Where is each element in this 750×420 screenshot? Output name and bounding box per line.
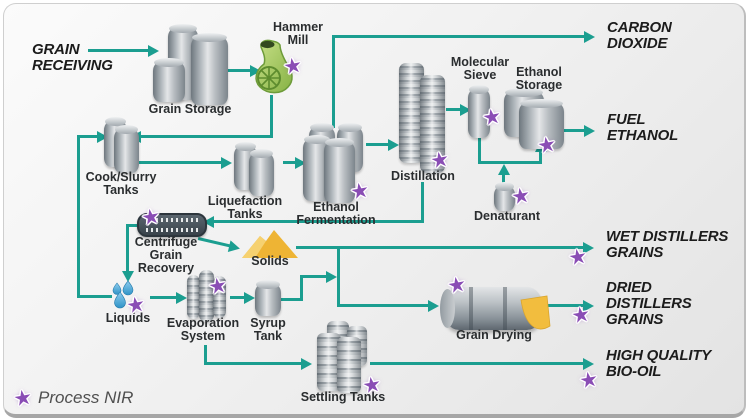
flow-syrup-to-junction [300,275,328,278]
flow-liquids-to-evaporation [150,296,178,299]
arrowhead-icon [583,358,594,370]
label-grain-drying: Grain Drying [456,328,532,342]
label-hammer-mill: Hammer Mill [272,20,324,48]
flow-to-grain-drying [337,304,431,307]
label-centrifuge-grain-recovery: Centrifuge Grain Recovery [134,235,198,276]
flow-storage-to-hammer-mill [226,69,252,72]
flow-liquefaction-to-fermentation [283,161,297,164]
syrup-tank [255,280,281,316]
arrowhead-icon [122,271,134,282]
flow-hammer-mill-down [270,95,273,137]
arrowhead-icon [295,157,306,169]
arrowhead-icon [460,104,471,116]
flow-junction-down [337,246,340,307]
flow-to-fuel-ethanol [563,129,584,132]
flow-fermentation-to-distillation [366,143,390,146]
label-evaporation-system: Evaporation System [166,316,240,344]
flow-distillation-to-sieve [446,108,462,111]
label-grain-receiving: GRAIN RECEIVING [32,41,113,75]
flow-denaturant-up [502,174,505,186]
label-dried-distillers-grains: DRIED DISTILLERS GRAINS [606,279,692,329]
arrowhead-icon [97,131,108,143]
label-fuel-ethanol: FUEL ETHANOL [607,111,679,145]
flow-grain-receiving-to-storage [88,49,150,52]
nir-star-icon-centrifuge [137,204,165,232]
settling-tank [337,337,361,393]
nir-star-icon-evaporation [204,273,232,301]
nir-star-icon-liquids [122,292,150,320]
flow-sieve-to-storage [478,161,542,164]
arrowhead-icon [388,139,399,151]
diagram-panel [3,3,746,418]
arrowhead-icon [428,300,439,312]
label-molecular-sieve: Molecular Sieve [450,55,510,83]
nir-star-icon-legend [9,385,37,413]
flow-hammer-mill-to-cook-slurry [141,135,273,138]
label-high-quality-bio-oil: HIGH QUALITY BIO-OIL [606,347,712,381]
arrowhead-icon [584,31,595,43]
arrowhead-icon [221,157,232,169]
flow-centrifuge-out [126,224,140,227]
nir-star-icon-distillation [426,147,454,175]
label-cook-slurry-tanks: Cook/Slurry Tanks [85,170,157,198]
distillation-column [399,63,424,163]
label-carbon-dioxide: CARBON DIOXIDE [607,19,672,53]
nir-star-icon-molecular-sieve [478,104,506,132]
nir-star-icon-wet-distillers [564,244,592,272]
label-ethanol-storage: Ethanol Storage [515,65,563,93]
grain-storage-silo [153,58,185,102]
flow-syrup-riser [300,275,303,301]
nir-star-icon-fermentation [346,178,374,206]
arrowhead-icon [326,271,337,283]
dried-grain-discharge-icon [520,295,551,330]
label-denaturant: Denaturant [474,209,540,223]
liquefaction-tank [249,149,274,196]
arrowhead-icon [203,216,214,228]
arrowhead-icon [148,45,159,57]
flow-sieve-down [478,138,481,164]
label-ethanol-fermentation: Ethanol Fermentation [296,200,376,228]
nir-star-icon-grain-drying [443,272,471,300]
flow-stillage-to-centrifuge [214,220,424,223]
flow-evaporation-to-syrup [230,296,246,299]
label-liquefaction-tanks: Liquefaction Tanks [207,194,283,222]
nir-star-icon-denaturant [507,183,535,211]
label-solids: Solids [251,254,289,268]
nir-star-icon-settling-tanks [358,372,386,400]
solids-pile-icon [242,230,298,258]
arrowhead-icon [498,164,510,175]
nir-star-icon-bio-oil [575,367,603,395]
flow-to-carbon-dioxide [332,35,584,38]
arrowhead-icon [176,292,187,304]
flow-co2-riser [332,36,335,128]
flow-to-bio-oil [370,362,584,365]
flow-cook-slurry-to-liquefaction [139,161,223,164]
flow-solids-to-wet-distillers [296,246,584,249]
grain-storage-silo [191,33,228,105]
arrowhead-icon [584,125,595,137]
label-grain-storage: Grain Storage [148,102,232,116]
cook-slurry-tank [114,125,139,173]
flow-centrifuge-to-liquids [126,224,129,272]
flow-recycle-to-cook-slurry [78,135,98,138]
label-distillation: Distillation [391,169,455,183]
arrowhead-icon [250,65,261,77]
flow-evaporation-down [204,345,207,365]
flow-recycle-riser [77,135,80,298]
nir-star-icon-dried-distillers [567,302,595,330]
arrowhead-icon [301,358,312,370]
flow-to-settling-tanks [204,362,304,365]
flow-liquids-recycle [77,295,112,298]
label-syrup-tank: Syrup Tank [250,316,286,344]
label-wet-distillers-grains: WET DISTILLERS GRAINS [606,228,729,262]
flow-syrup-out [281,298,303,301]
arrowhead-icon [244,292,255,304]
flow-distillation-down [421,182,424,223]
nir-star-icon-ethanol-storage [533,132,561,160]
evaporator-column [187,275,200,319]
legend-process-nir: Process NIR [38,388,134,407]
nir-star-icon-hammer-mill [279,53,307,81]
